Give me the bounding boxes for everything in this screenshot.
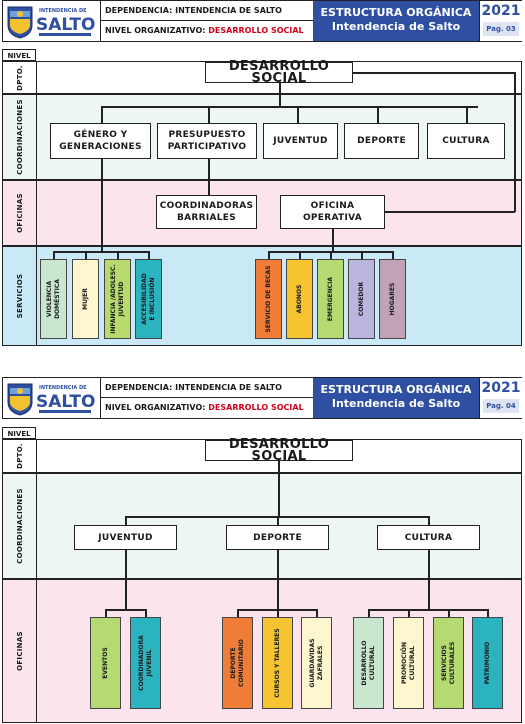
oficina-patrimonio: PATRIMONIO (472, 617, 503, 709)
page-header: INTENDENCIA DE SALTO DEPENDENCIA: INTEND… (2, 0, 522, 42)
page-number: Pag. 04 (483, 399, 519, 413)
org-chart-page-03: INTENDENCIA DE SALTO DEPENDENCIA: INTEND… (0, 0, 525, 346)
servicio-comedor: COMEDOR (348, 259, 375, 339)
dependencia-row: DEPENDENCIA: INTENDENCIA DE SALTO (101, 1, 313, 21)
dept-desarrollo-social: DESARROLLO SOCIAL (205, 438, 353, 463)
dept-desarrollo-social: DESARROLLO SOCIAL (205, 60, 353, 85)
oficina-operativa: OFICINA OPERATIVA (280, 195, 385, 229)
oficina-cursos-talleres: CURSOS Y TALLERES (262, 617, 293, 709)
coord-deporte: DEPORTE (344, 123, 419, 159)
salto-logo-icon: INTENDENCIA DE SALTO (5, 380, 97, 417)
nivel-organizativo-row: NIVEL ORGANIZATIVO: DESARROLLO SOCIAL (105, 26, 304, 35)
level-header: NIVEL (2, 49, 36, 61)
nivel-organizativo-row: NIVEL ORGANIZATIVO: DESARROLLO SOCIAL (105, 403, 304, 412)
servicio-abonos: ABONOS (286, 259, 313, 339)
servicio-violencia-domestica: VIOLENCIA DOMÉSTICA (40, 259, 67, 339)
page-header: INTENDENCIA DE SALTO DEPENDENCIA: INTEND… (2, 377, 522, 419)
svg-text:SALTO: SALTO (36, 15, 95, 35)
oficina-deporte-comunitario: DEPORTE COMUNITARIO (222, 617, 253, 709)
servicio-emergencia: EMERGENCIA (317, 259, 344, 339)
servicio-infancia-adolescencia-juventud: INFANCIA /ADOLESC. JUVENTUD (104, 259, 131, 339)
svg-text:INTENDENCIA DE: INTENDENCIA DE (39, 385, 87, 391)
oficina-servicios-culturales: SERVICIOS CULTURALES (433, 617, 464, 709)
coord-deporte: DEPORTE (226, 525, 329, 550)
salto-logo-icon: INTENDENCIA DE SALTO (5, 3, 97, 40)
coord-juventud: JUVENTUD (74, 525, 177, 550)
oficina-coordinadoras-barriales: COORDINADORAS BARRIALES (156, 195, 257, 229)
coord-presupuesto-participativo: PRESUPUESTO PARTICIPATIVO (157, 123, 257, 159)
dependencia-row: DEPENDENCIA: INTENDENCIA DE SALTO (101, 378, 313, 398)
servicio-hogares: HOGARES (379, 259, 406, 339)
svg-text:SALTO: SALTO (36, 392, 95, 412)
servicio-mujer: MUJER (72, 259, 99, 339)
oficina-guardavidas-zafrales: GUARDAVIDAS ZAFRALES (301, 617, 332, 709)
servicio-accesibilidad-inclusion: ACCESIBILIDAD E INCLUSIÓN (135, 259, 162, 339)
oficina-coordinadora-juvenil: COORDINADORA JUVENIL (130, 617, 161, 709)
oficina-promocion-cultural: PROMOCIÓN CULTURAL (393, 617, 424, 709)
band-oficinas: OFICINAS (2, 180, 522, 246)
servicio-becas: SERVICIO DE BECAS (255, 259, 282, 339)
coord-cultura: CULTURA (377, 525, 480, 550)
coord-cultura: CULTURA (427, 123, 505, 159)
oficina-eventos: EVENTOS (90, 617, 121, 709)
page-number: Pag. 03 (483, 22, 519, 36)
coord-juventud: JUVENTUD (263, 123, 338, 159)
org-chart-page-04: INTENDENCIA DE SALTO DEPENDENCIA: INTEND… (0, 377, 525, 724)
level-header: NIVEL (2, 427, 36, 439)
coord-genero-generaciones: GÉNERO Y GENERACIONES (50, 123, 151, 159)
oficina-desarrollo-cultural: DESARROLLO CULTURAL (353, 617, 384, 709)
svg-text:INTENDENCIA DE: INTENDENCIA DE (39, 8, 87, 14)
